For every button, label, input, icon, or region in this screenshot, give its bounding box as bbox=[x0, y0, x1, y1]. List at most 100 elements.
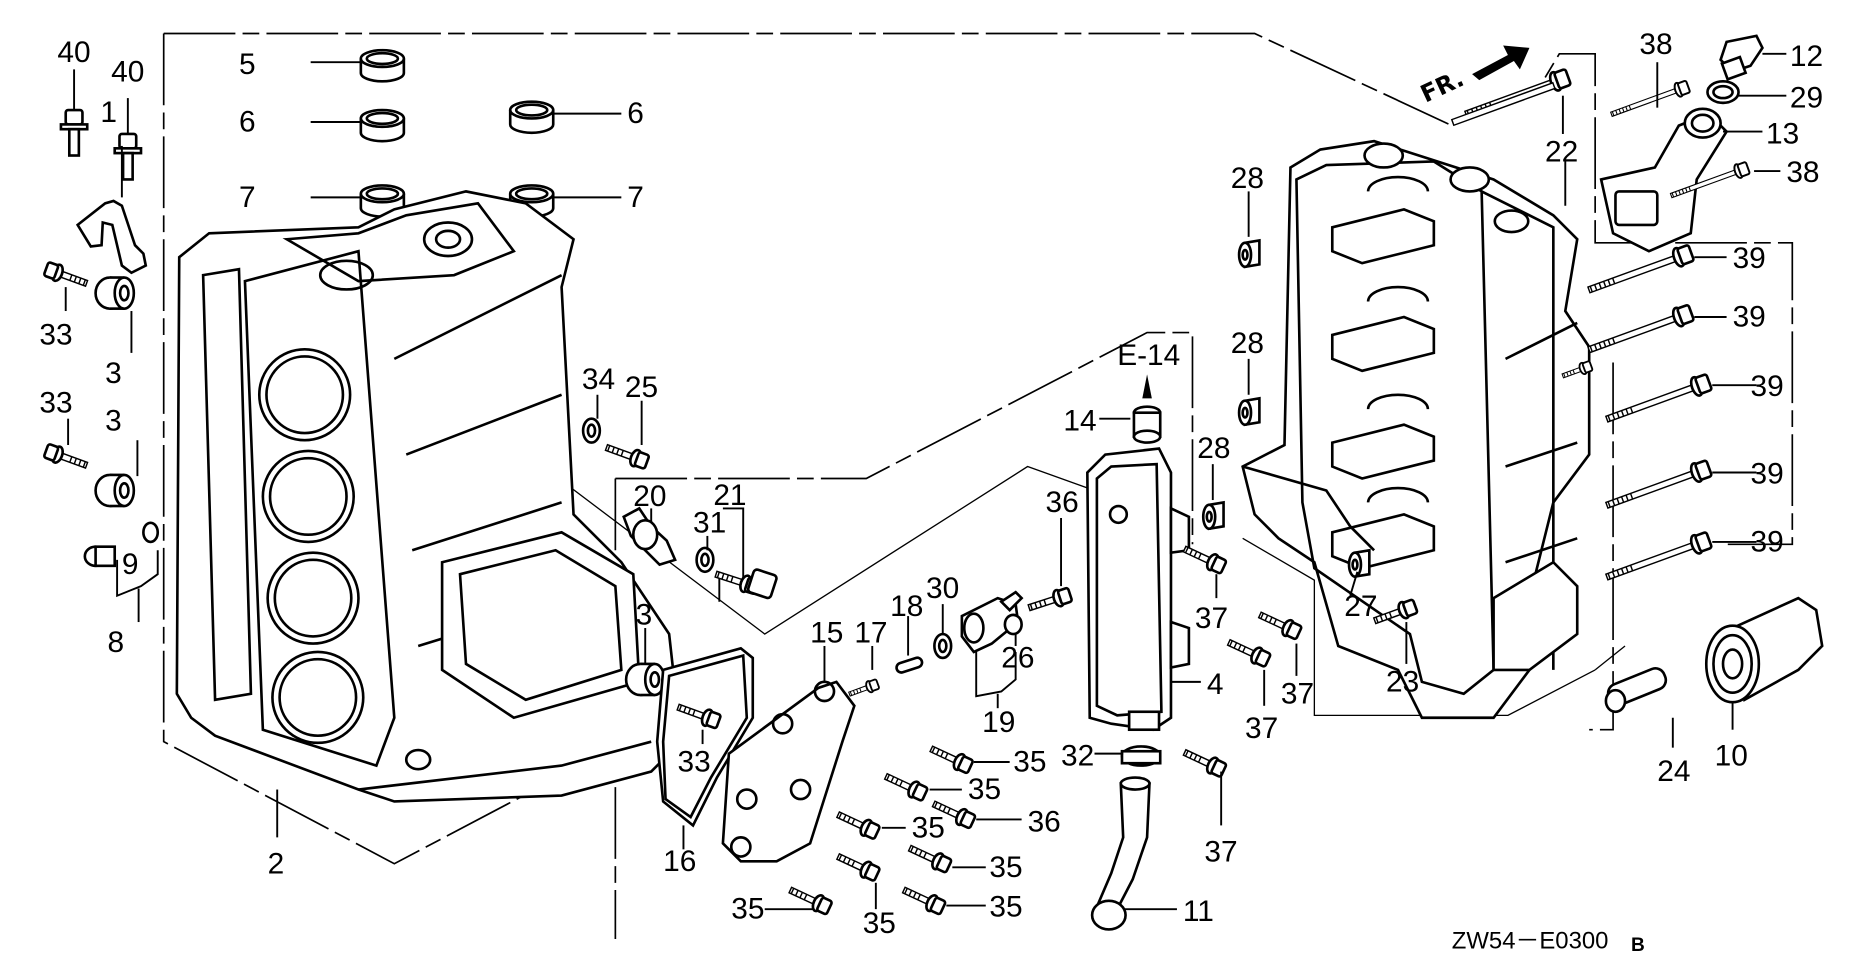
part-7-ring-left bbox=[310, 184, 406, 218]
callout-12[interactable]: 12 bbox=[1790, 40, 1823, 73]
callout-37[interactable]: 37 bbox=[1245, 712, 1278, 745]
callout-15[interactable]: 15 bbox=[810, 616, 843, 649]
callout-5[interactable]: 5 bbox=[239, 48, 256, 81]
part-8-plug-set bbox=[83, 521, 160, 623]
callout-4[interactable]: 4 bbox=[1207, 668, 1224, 701]
callout-37[interactable]: 37 bbox=[1204, 835, 1237, 868]
callout-33[interactable]: 33 bbox=[39, 387, 72, 420]
part-24-stud bbox=[1604, 667, 1674, 748]
callout-35[interactable]: 35 bbox=[731, 893, 764, 926]
callout-14[interactable]: 14 bbox=[1063, 405, 1096, 438]
part-23-bolt bbox=[1370, 596, 1420, 664]
callout-38[interactable]: 38 bbox=[1786, 156, 1819, 189]
part-31-washer bbox=[695, 535, 715, 574]
assembly-frame-lines bbox=[162, 32, 1794, 940]
callout-37[interactable]: 37 bbox=[1281, 677, 1314, 710]
part-38-bolt-lower bbox=[1667, 159, 1781, 204]
callout-39[interactable]: 39 bbox=[1733, 301, 1766, 334]
callout-18[interactable]: 18 bbox=[890, 590, 923, 623]
part-39-bolt-1 bbox=[1584, 242, 1727, 301]
part-38-bolt-upper bbox=[1607, 62, 1692, 122]
callout-27[interactable]: 27 bbox=[1344, 590, 1377, 623]
callout-28[interactable]: 28 bbox=[1231, 162, 1264, 195]
callout-28[interactable]: 28 bbox=[1231, 327, 1264, 360]
part-37-bolt-right bbox=[1255, 605, 1304, 676]
part-2-cylinder-block bbox=[175, 190, 683, 838]
callout-30[interactable]: 30 bbox=[926, 572, 959, 605]
callout-33[interactable]: 33 bbox=[39, 319, 72, 352]
callout-6[interactable]: 6 bbox=[627, 97, 644, 130]
callout-37[interactable]: 37 bbox=[1195, 602, 1228, 635]
callout-24[interactable]: 24 bbox=[1657, 755, 1690, 788]
callout-36[interactable]: 36 bbox=[1046, 486, 1079, 519]
callout-35[interactable]: 35 bbox=[863, 907, 896, 940]
part-35-bolt-2 bbox=[881, 767, 962, 804]
callout-2[interactable]: 2 bbox=[268, 847, 285, 880]
drawing-revision: B bbox=[1631, 935, 1645, 956]
part-22-long-bolt bbox=[1450, 66, 1573, 134]
callout-10[interactable]: 10 bbox=[1715, 740, 1748, 773]
callout-9[interactable]: 9 bbox=[122, 548, 139, 581]
part-35-bolt-3 bbox=[833, 805, 906, 842]
callout-19[interactable]: 19 bbox=[982, 706, 1015, 739]
callout-6[interactable]: 6 bbox=[239, 106, 256, 139]
part-26-collar bbox=[1003, 613, 1023, 646]
callout-16[interactable]: 16 bbox=[663, 845, 696, 878]
part-14-plug bbox=[1099, 374, 1162, 444]
callout-35[interactable]: 35 bbox=[1013, 746, 1046, 779]
part-35-bolt-6 bbox=[898, 881, 986, 918]
callout-39[interactable]: 39 bbox=[1750, 457, 1783, 490]
callout-21[interactable]: 21 bbox=[713, 479, 746, 512]
callout-31[interactable]: 31 bbox=[693, 506, 726, 539]
part-39-bolt-4 bbox=[1602, 457, 1757, 516]
drawing-code: ZW54－E0300 B bbox=[1452, 928, 1645, 956]
part-18-spring bbox=[895, 616, 924, 674]
callout-3[interactable]: 3 bbox=[636, 598, 653, 631]
callout-38[interactable]: 38 bbox=[1639, 28, 1672, 61]
callout-35[interactable]: 35 bbox=[989, 851, 1022, 884]
callout-23[interactable]: 23 bbox=[1386, 665, 1419, 698]
part-19-joint-set bbox=[960, 590, 1024, 709]
part-39-bolt-2 bbox=[1584, 302, 1727, 361]
callout-25[interactable]: 25 bbox=[625, 371, 658, 404]
callout-26[interactable]: 26 bbox=[1001, 641, 1034, 674]
callout-39[interactable]: 39 bbox=[1733, 242, 1766, 275]
part-12-oil-filler-cap bbox=[1719, 34, 1787, 82]
callout-34[interactable]: 34 bbox=[582, 363, 615, 396]
callout-36[interactable]: 36 bbox=[1028, 805, 1061, 838]
callout-40[interactable]: 40 bbox=[57, 36, 90, 69]
callout-22[interactable]: 22 bbox=[1545, 135, 1578, 168]
callout-33[interactable]: 33 bbox=[677, 746, 710, 779]
part-21-sensor-body bbox=[712, 564, 778, 600]
reference-e14-label: E-14 bbox=[1117, 339, 1180, 372]
callout-8[interactable]: 8 bbox=[108, 626, 125, 659]
part-15-cover bbox=[721, 645, 856, 863]
callout-29[interactable]: 29 bbox=[1790, 82, 1823, 115]
part-7-ring-right bbox=[508, 184, 622, 218]
part-40-bolt-right bbox=[113, 98, 143, 181]
callout-28[interactable]: 28 bbox=[1197, 432, 1230, 465]
callout-3[interactable]: 3 bbox=[105, 405, 122, 438]
callout-13[interactable]: 13 bbox=[1766, 118, 1799, 151]
part-28-dowel-top bbox=[1237, 191, 1261, 269]
callout-39[interactable]: 39 bbox=[1750, 525, 1783, 558]
part-3-collar-upper-left bbox=[94, 276, 136, 353]
callout-17[interactable]: 17 bbox=[854, 616, 887, 649]
callout-1[interactable]: 1 bbox=[100, 96, 117, 129]
part-17-screw bbox=[846, 645, 881, 701]
callout-11[interactable]: 11 bbox=[1183, 895, 1214, 928]
part-39-bolt-3 bbox=[1602, 371, 1757, 430]
callout-7[interactable]: 7 bbox=[627, 181, 644, 214]
callout-40[interactable]: 40 bbox=[111, 55, 144, 88]
callout-35[interactable]: 35 bbox=[968, 773, 1001, 806]
callout-20[interactable]: 20 bbox=[633, 480, 666, 513]
callout-35[interactable]: 35 bbox=[989, 890, 1022, 923]
callout-39[interactable]: 39 bbox=[1750, 370, 1783, 403]
callout-7[interactable]: 7 bbox=[239, 181, 256, 214]
part-27-dowel bbox=[1347, 548, 1371, 597]
callout-32[interactable]: 32 bbox=[1061, 740, 1094, 773]
callout-3[interactable]: 3 bbox=[105, 357, 122, 390]
part-3-collar-lower-left bbox=[94, 440, 139, 508]
callout-35[interactable]: 35 bbox=[912, 811, 945, 844]
